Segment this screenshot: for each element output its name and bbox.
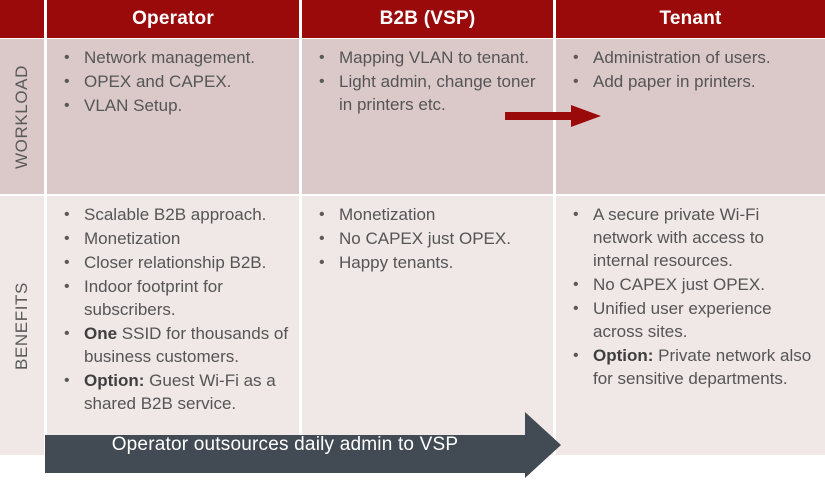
table-header-corner	[0, 0, 44, 38]
bullet-list-workload-tenant: Administration of users. Add paper in pr…	[566, 46, 815, 93]
responsibility-matrix-table: Operator B2B (VSP) Tenant WORKLOAD Netwo…	[0, 0, 825, 455]
list-item: Monetization	[312, 203, 543, 226]
table-header-b2b-vsp: B2B (VSP)	[302, 0, 553, 38]
bullet-list-benefits-b2b: Monetization No CAPEX just OPEX. Happy t…	[312, 203, 543, 274]
banner-right-arrow-icon	[45, 412, 561, 478]
table-row-workload: WORKLOAD Network management. OPEX and CA…	[0, 39, 825, 194]
list-item: Mapping VLAN to tenant.	[312, 46, 543, 69]
list-item: Monetization	[57, 227, 289, 250]
table-header-row: Operator B2B (VSP) Tenant	[0, 0, 825, 38]
row-label-workload: WORKLOAD	[0, 39, 44, 194]
bullet-list-benefits-operator: Scalable B2B approach. Monetization Clos…	[57, 203, 289, 415]
cell-benefits-tenant: A secure private Wi-Fi network with acce…	[556, 196, 825, 455]
list-item: Indoor footprint for subscribers.	[57, 275, 289, 321]
list-item-emphasis: Option:	[593, 346, 654, 365]
list-item-text: Guest Wi-Fi as a shared B2B service.	[84, 371, 276, 413]
bullet-list-workload-operator: Network management. OPEX and CAPEX. VLAN…	[57, 46, 289, 117]
list-item-text: Private network also for sensitive depar…	[593, 346, 812, 388]
list-item-emphasis: One	[84, 324, 118, 343]
list-item-text: SSID for thousands of business customers…	[84, 324, 289, 366]
cell-workload-operator: Network management. OPEX and CAPEX. VLAN…	[47, 39, 299, 194]
table-row-benefits: BENEFITS Scalable B2B approach. Monetiza…	[0, 196, 825, 455]
table-header-operator: Operator	[47, 0, 299, 38]
list-item: Option: Guest Wi-Fi as a shared B2B serv…	[57, 369, 289, 415]
list-item: Administration of users.	[566, 46, 815, 69]
list-item: Unified user experience across sites.	[566, 297, 815, 343]
list-item-emphasis: Option:	[84, 371, 145, 390]
list-item: Closer relationship B2B.	[57, 251, 289, 274]
list-item: Add paper in printers.	[566, 70, 815, 93]
list-item: OPEX and CAPEX.	[57, 70, 289, 93]
list-item: One SSID for thousands of business custo…	[57, 322, 289, 368]
bullet-list-benefits-tenant: A secure private Wi-Fi network with acce…	[566, 203, 815, 390]
list-item: A secure private Wi-Fi network with acce…	[566, 203, 815, 272]
list-item: Happy tenants.	[312, 251, 543, 274]
list-item: Option: Private network also for sensiti…	[566, 344, 815, 390]
cell-workload-tenant: Administration of users. Add paper in pr…	[556, 39, 825, 194]
right-arrow-icon	[505, 105, 601, 127]
row-label-benefits-text: BENEFITS	[12, 281, 31, 370]
list-item: Scalable B2B approach.	[57, 203, 289, 226]
cell-benefits-operator: Scalable B2B approach. Monetization Clos…	[47, 196, 299, 455]
bullet-list-workload-b2b: Mapping VLAN to tenant. Light admin, cha…	[312, 46, 543, 116]
table-header-tenant: Tenant	[556, 0, 825, 38]
row-label-workload-text: WORKLOAD	[12, 64, 32, 169]
cell-benefits-b2b: Monetization No CAPEX just OPEX. Happy t…	[302, 196, 553, 455]
list-item: No CAPEX just OPEX.	[566, 273, 815, 296]
list-item: Light admin, change toner in printers et…	[312, 70, 543, 116]
row-label-benefits: BENEFITS	[0, 196, 44, 455]
list-item: Network management.	[57, 46, 289, 69]
list-item: No CAPEX just OPEX.	[312, 227, 543, 250]
list-item: VLAN Setup.	[57, 94, 289, 117]
